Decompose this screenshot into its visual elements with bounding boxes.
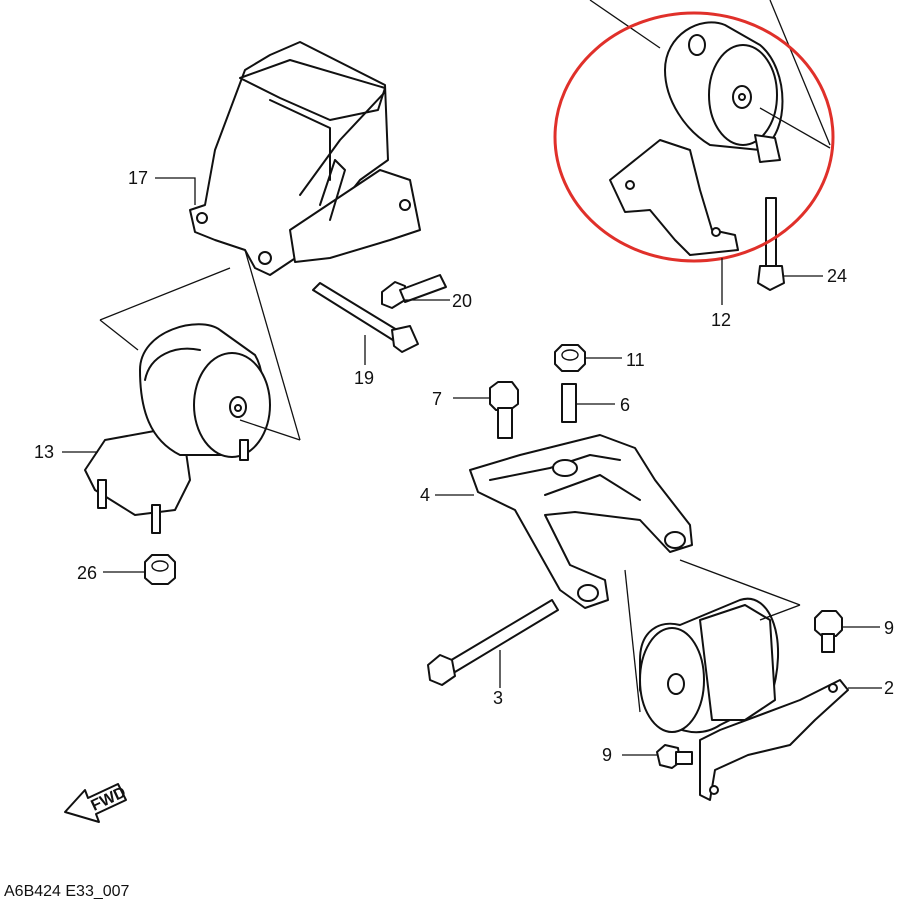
callout-17: 17 — [128, 168, 148, 188]
callout-26: 26 — [77, 563, 97, 583]
engine-mount-12[interactable] — [609, 21, 784, 256]
callout-24: 24 — [827, 266, 847, 286]
callout-4: 4 — [420, 485, 430, 505]
callout-3: 3 — [493, 688, 503, 708]
bolt-9-upper[interactable] — [814, 610, 843, 653]
assembly-lines — [99, 0, 831, 713]
transmission-mount-2[interactable] — [639, 597, 849, 801]
callout-12: 12 — [711, 310, 731, 330]
callout-13: 13 — [34, 442, 54, 462]
callout-9-upper: 9 — [884, 618, 894, 638]
callout-6: 6 — [620, 395, 630, 415]
bolt-19[interactable] — [312, 282, 419, 353]
engine-mount-13[interactable] — [84, 323, 271, 534]
callout-labels: 17 20 19 13 26 12 24 11 7 6 4 9 2 3 9 — [34, 168, 894, 765]
bolt-20[interactable] — [381, 274, 447, 309]
bracket-4[interactable] — [469, 434, 693, 609]
callout-11: 11 — [626, 350, 645, 370]
callout-9-lower: 9 — [602, 745, 612, 765]
bracket-17[interactable] — [189, 41, 421, 276]
callout-leaders — [62, 177, 882, 756]
callout-20: 20 — [452, 291, 472, 311]
callout-2: 2 — [884, 678, 894, 698]
bolt-3[interactable] — [427, 599, 559, 686]
bolt-7[interactable] — [489, 381, 519, 439]
stud-6[interactable] — [561, 383, 577, 423]
nut-26[interactable] — [144, 554, 176, 585]
highlight-circle — [553, 11, 835, 263]
bolt-24[interactable] — [757, 197, 785, 291]
callout-7: 7 — [432, 389, 442, 409]
callout-19: 19 — [354, 368, 374, 388]
drawing-code: A6B424 E33_007 — [4, 883, 130, 900]
bolt-9-lower[interactable] — [656, 744, 693, 769]
nut-11[interactable] — [554, 344, 586, 372]
fwd-arrow: FWD — [64, 783, 129, 823]
